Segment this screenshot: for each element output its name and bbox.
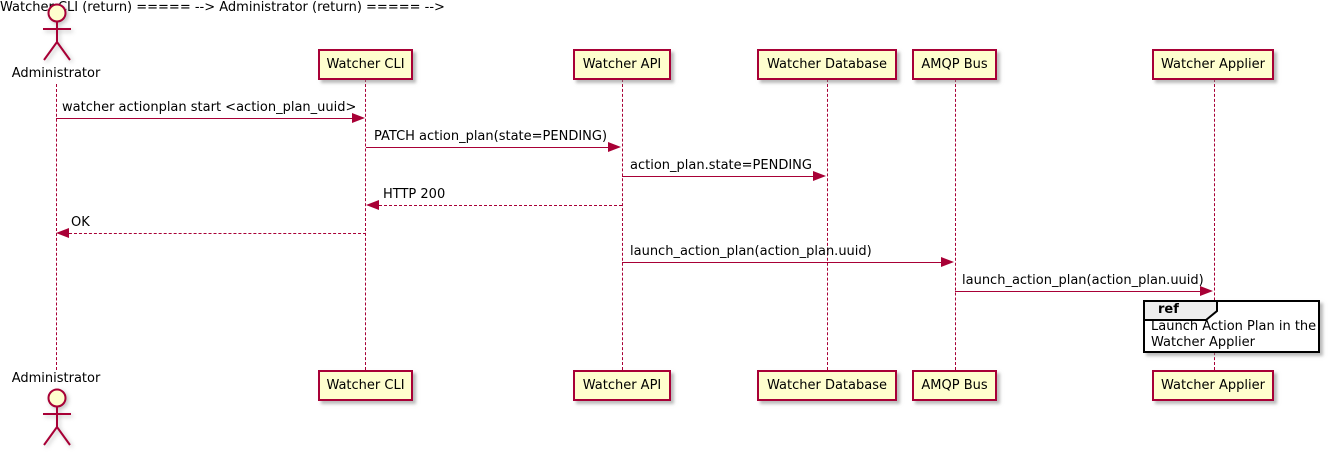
message-line [955, 291, 1201, 292]
lifeline-amqp-bus [955, 79, 956, 370]
message-line [69, 233, 366, 234]
participant-watcher-api-top: Watcher API [573, 49, 671, 80]
lifeline-watcher-api [622, 79, 623, 370]
message-line [379, 205, 622, 206]
ref-text-line2: Watcher Applier [1151, 335, 1255, 350]
ref-keyword: ref [1158, 302, 1179, 317]
message-label: launch_action_plan(action_plan.uuid) [962, 273, 1204, 288]
participant-label: AMQP Bus [921, 57, 988, 72]
participant-watcher-applier-top: Watcher Applier [1152, 49, 1274, 80]
participant-watcher-database-top: Watcher Database [757, 49, 897, 80]
participant-watcher-cli-bottom: Watcher CLI [318, 370, 413, 401]
actor-label-bottom: Administrator [11, 371, 101, 386]
message-line [366, 147, 609, 148]
participant-label: Watcher Applier [1161, 57, 1265, 72]
arrowhead-right-icon [813, 171, 826, 181]
participant-label: Watcher CLI [326, 57, 405, 72]
lifeline-watcher-applier [1214, 79, 1215, 370]
participant-label: Watcher CLI [326, 378, 405, 393]
arrowhead-left-icon [366, 200, 379, 210]
message-label: OK [71, 215, 90, 230]
participant-watcher-cli-top: Watcher CLI [318, 49, 413, 80]
message-label: watcher actionplan start <action_plan_uu… [62, 100, 357, 115]
ref-text-line1: Launch Action Plan in the [1151, 319, 1317, 334]
message-line [622, 176, 814, 177]
message-line [56, 118, 353, 119]
lifeline-watcher-cli [365, 79, 366, 370]
participant-label: Watcher Database [767, 57, 887, 72]
message-label: HTTP 200 [383, 187, 446, 202]
arrowhead-right-icon [352, 113, 365, 123]
participant-label: Watcher Applier [1161, 378, 1265, 393]
arrowhead-left-icon [56, 228, 69, 238]
arrowhead-right-icon [941, 257, 954, 267]
participant-label: Watcher API [582, 57, 662, 72]
participant-amqp-bus-bottom: AMQP Bus [912, 370, 997, 401]
ref-fragment: ref Launch Action Plan in the Watcher Ap… [1143, 300, 1320, 353]
lifeline-watcher-database [827, 79, 828, 370]
actor-icon [43, 388, 71, 446]
message-line [622, 262, 942, 263]
message-label: action_plan.state=PENDING [630, 158, 812, 173]
actor-label-top: Administrator [11, 66, 101, 81]
arrowhead-right-icon [1200, 286, 1213, 296]
actor-icon [43, 3, 71, 61]
message-label: launch_action_plan(action_plan.uuid) [630, 244, 872, 259]
lifeline-administrator [56, 84, 57, 370]
participant-label: Watcher API [582, 378, 662, 393]
arrowhead-right-icon [608, 142, 621, 152]
ref-header-pentagon-icon [1144, 301, 1218, 321]
message-label: PATCH action_plan(state=PENDING) [374, 129, 608, 144]
participant-label: AMQP Bus [921, 378, 988, 393]
participant-watcher-api-bottom: Watcher API [573, 370, 671, 401]
participant-watcher-applier-bottom: Watcher Applier [1152, 370, 1274, 401]
participant-watcher-database-bottom: Watcher Database [757, 370, 897, 401]
participant-amqp-bus-top: AMQP Bus [912, 49, 997, 80]
participant-label: Watcher Database [767, 378, 887, 393]
